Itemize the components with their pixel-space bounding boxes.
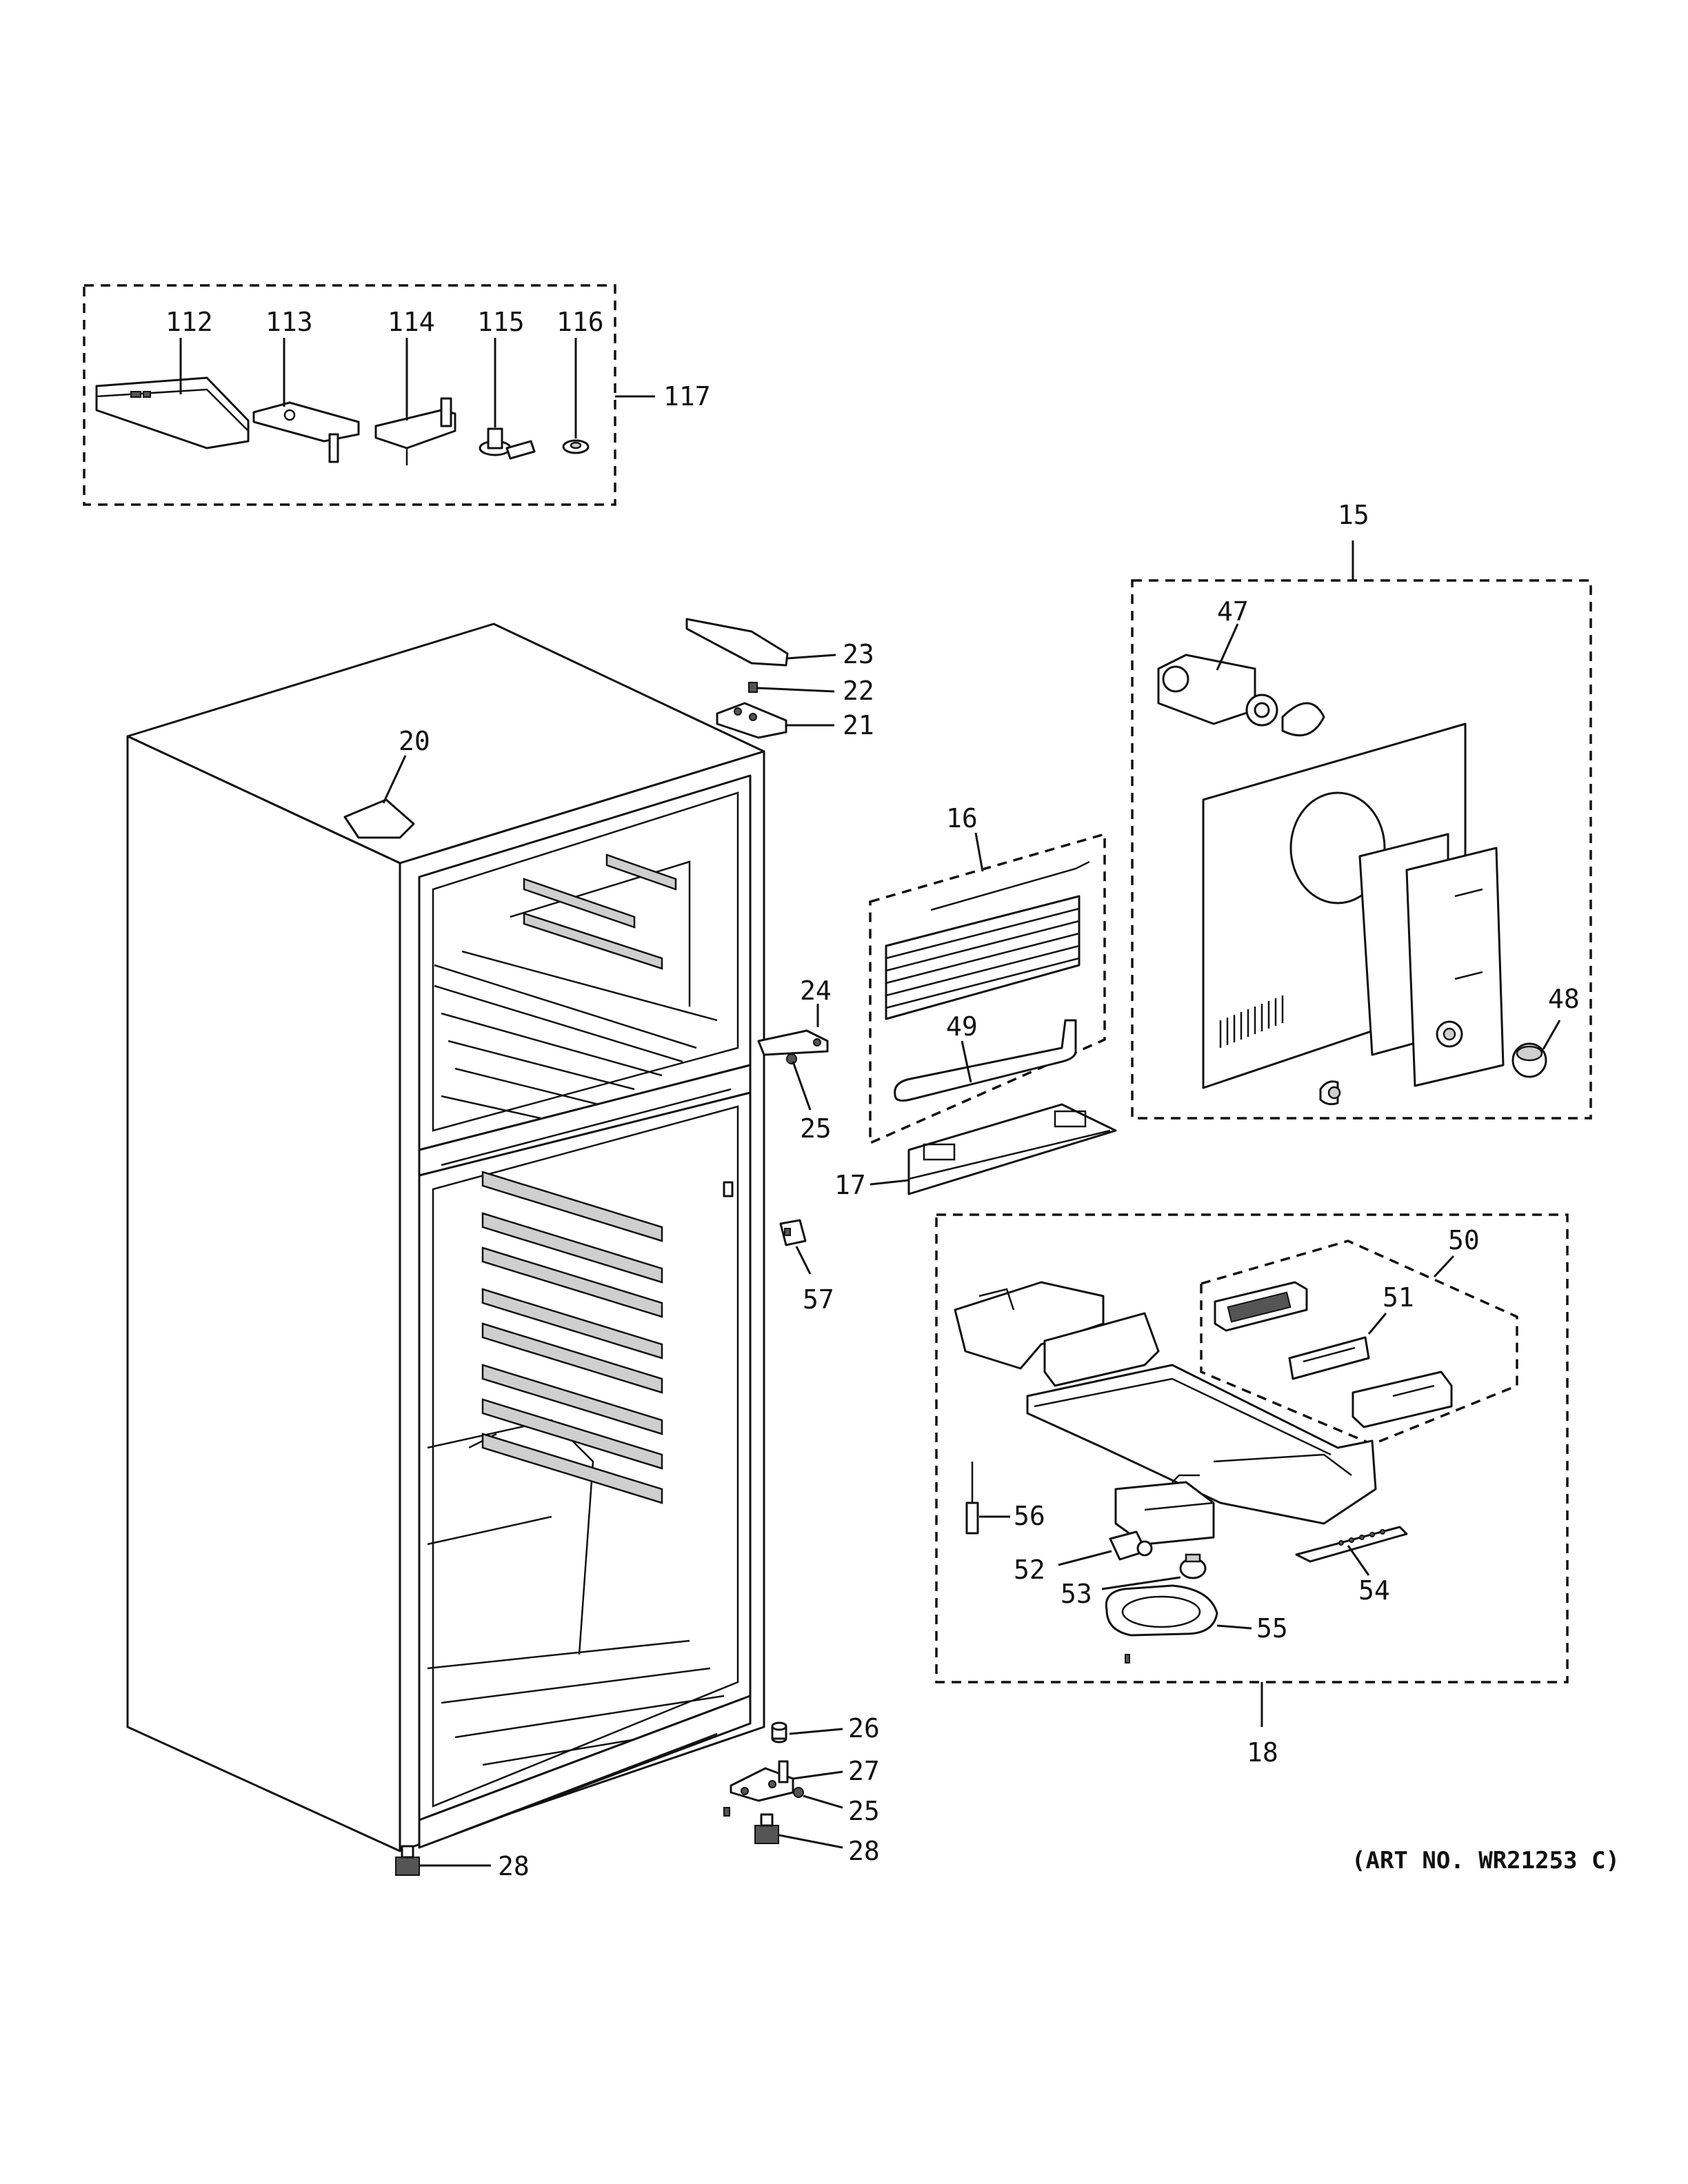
- callout-15[interactable]: 15: [1338, 500, 1369, 530]
- callout-55[interactable]: 55: [1256, 1613, 1288, 1644]
- callout-53[interactable]: 53: [1061, 1579, 1092, 1609]
- part-113-hinge-bracket[interactable]: [252, 401, 360, 463]
- part-21-top-hinge[interactable]: [716, 702, 787, 739]
- callout-49[interactable]: 49: [946, 1011, 978, 1042]
- part-control-housing-top[interactable]: [954, 1281, 1160, 1387]
- part-55-lens-cover[interactable]: [1105, 1584, 1218, 1637]
- part-53-light-bulb[interactable]: [1179, 1553, 1207, 1579]
- callout-25-bottom[interactable]: 25: [848, 1796, 880, 1826]
- part-23-hinge-cover[interactable]: [685, 618, 789, 667]
- refrigerator-cabinet: [126, 623, 765, 1852]
- callout-54[interactable]: 54: [1358, 1575, 1390, 1606]
- callout-27[interactable]: 27: [848, 1756, 880, 1786]
- part-27-bottom-hinge[interactable]: [730, 1760, 794, 1802]
- callout-25-center[interactable]: 25: [800, 1113, 832, 1144]
- callout-26[interactable]: 26: [848, 1713, 880, 1743]
- callout-50[interactable]: 50: [1448, 1225, 1480, 1255]
- fresh-food-compartment: [418, 1091, 752, 1821]
- callout-17[interactable]: 17: [834, 1170, 866, 1200]
- callout-115[interactable]: 115: [477, 307, 525, 337]
- cabinet-left-side: [126, 735, 401, 1852]
- part-25-screw-bottom[interactable]: [723, 1787, 804, 1817]
- part-115-hinge-pin[interactable]: [479, 427, 536, 460]
- evaporator-dashed-box: [869, 832, 1106, 1145]
- callout-117[interactable]: 117: [663, 381, 711, 412]
- callout-20[interactable]: 20: [399, 726, 430, 756]
- callout-114[interactable]: 114: [388, 307, 435, 337]
- part-114-hinge-plate[interactable]: [374, 397, 456, 465]
- part-48-knob[interactable]: [1511, 1042, 1547, 1078]
- fan-assembly-group-15: 15 47: [1131, 500, 1592, 1120]
- part-17-drain-pan[interactable]: [907, 1103, 1117, 1195]
- control-housing-group-18: 18 50 51: [935, 1213, 1569, 1768]
- part-evaporator-coil[interactable]: [885, 860, 1090, 1020]
- part-49-defrost-heater[interactable]: [894, 1019, 1077, 1102]
- callout-28-right[interactable]: 28: [848, 1836, 880, 1866]
- part-air-duct[interactable]: [1358, 833, 1505, 1087]
- part-thermostat-knob-small[interactable]: [1319, 1080, 1341, 1106]
- evaporator-group-16: 16 49: [869, 803, 1106, 1145]
- part-small-screw: [1125, 1654, 1130, 1664]
- control-housing-dashed-box: [935, 1213, 1569, 1684]
- callout-52[interactable]: 52: [1014, 1555, 1045, 1585]
- callout-113[interactable]: 113: [265, 307, 313, 337]
- callout-57[interactable]: 57: [803, 1284, 834, 1315]
- part-display-bezel[interactable]: [1214, 1281, 1308, 1332]
- callout-47[interactable]: 47: [1217, 596, 1249, 627]
- shroud-vents: [1219, 995, 1284, 1048]
- callout-48[interactable]: 48: [1548, 984, 1580, 1014]
- control-subgroup-50: 50 51: [1200, 1225, 1518, 1446]
- kick-plate: [418, 1695, 752, 1849]
- part-28-leveling-leg-left[interactable]: [395, 1845, 420, 1876]
- part-control-panel[interactable]: [1352, 1371, 1453, 1428]
- callout-24[interactable]: 24: [800, 975, 832, 1006]
- callout-56[interactable]: 56: [1014, 1501, 1045, 1531]
- part-52-lamp-socket[interactable]: [1109, 1530, 1153, 1561]
- callout-22[interactable]: 22: [843, 676, 874, 706]
- callout-16[interactable]: 16: [946, 803, 978, 833]
- callout-23[interactable]: 23: [843, 639, 874, 669]
- fresh-food-rails: [481, 1171, 663, 1504]
- part-116-washer[interactable]: [562, 439, 590, 454]
- part-54-light-lens[interactable]: [1295, 1526, 1408, 1563]
- part-47-fan-motor[interactable]: [1157, 654, 1325, 737]
- callout-28-left[interactable]: 28: [498, 1851, 530, 1881]
- fan-assembly-dashed-box: [1131, 579, 1592, 1120]
- part-51-control-board[interactable]: [1288, 1336, 1370, 1380]
- callout-112[interactable]: 112: [165, 307, 213, 337]
- part-112-hinge-cover[interactable]: [95, 376, 250, 449]
- callout-18[interactable]: 18: [1247, 1737, 1278, 1768]
- part-28-leveling-leg-right[interactable]: [754, 1813, 779, 1844]
- callout-116[interactable]: 116: [556, 307, 604, 337]
- hinge-kit-group-117: 117 112 113 114: [83, 284, 711, 506]
- part-control-module[interactable]: [1114, 1474, 1215, 1546]
- cabinet-hole: [723, 1181, 734, 1197]
- part-24-center-hinge[interactable]: [757, 1029, 829, 1056]
- hinge-kit-dashed-box: [83, 284, 616, 506]
- part-22-screw[interactable]: [748, 682, 758, 693]
- freezer-shelf: [434, 950, 718, 1125]
- part-56-sensor[interactable]: [965, 1462, 979, 1535]
- art-number: (ART NO. WR21253 C): [1352, 1847, 1620, 1874]
- callout-21[interactable]: 21: [843, 710, 874, 740]
- part-20-hinge-cover-top[interactable]: [343, 798, 415, 839]
- part-25-screw-center[interactable]: [786, 1053, 797, 1064]
- control-subgroup-dashed-box: [1200, 1240, 1518, 1446]
- part-control-housing-base[interactable]: [1026, 1364, 1377, 1525]
- callout-51[interactable]: 51: [1383, 1282, 1414, 1313]
- part-57-clip[interactable]: [779, 1219, 807, 1246]
- freezer-rails: [523, 853, 677, 970]
- part-26-bushing[interactable]: [771, 1721, 787, 1743]
